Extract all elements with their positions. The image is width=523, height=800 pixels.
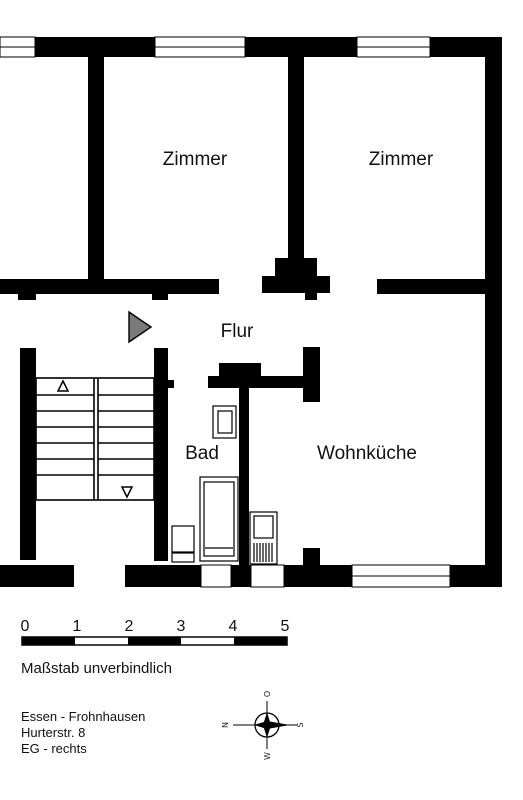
hall-wall — [18, 292, 36, 300]
scale-note: Maßstab unverbindlich — [21, 660, 172, 677]
scale-number-3: 3 — [177, 618, 186, 635]
hall-wall — [377, 279, 502, 294]
stair-up-arrow-icon — [56, 379, 70, 392]
bathroom-fixtures — [171, 405, 239, 563]
address-line-1: Essen - Frohnhausen — [21, 709, 146, 724]
stair-wall-left — [20, 348, 36, 560]
address-line-2: Hurterstr. 8 — [21, 725, 86, 740]
wall-right-outer — [485, 37, 502, 587]
address-line-3: EG - rechts — [21, 741, 87, 756]
walls — [0, 37, 502, 587]
scale-number-1: 1 — [73, 618, 82, 635]
compass-icon: N O S W — [221, 691, 305, 760]
bottom-wall — [450, 565, 502, 587]
bottom-wall — [303, 548, 320, 568]
compass-w: W — [263, 752, 272, 760]
stair-down-arrow-icon — [120, 486, 134, 499]
wall-middle-rooms — [288, 57, 304, 262]
hall-wall — [152, 292, 168, 300]
scale-number-5: 5 — [281, 618, 290, 635]
bottom-wall — [231, 565, 251, 587]
scale-number-0: 0 — [21, 618, 30, 635]
kitchen-wall-stub — [303, 347, 320, 402]
compass-n: N — [221, 722, 230, 728]
windows — [0, 36, 451, 588]
top-wall — [245, 37, 357, 57]
room-label-zimmer-left: Zimmer — [163, 149, 228, 170]
scale-number-4: 4 — [229, 618, 238, 635]
compass-s: S — [296, 722, 305, 727]
bottom-wall — [0, 565, 74, 587]
pillar — [262, 276, 330, 293]
bottom-wall — [125, 565, 201, 587]
top-wall — [430, 37, 502, 57]
staircase — [22, 377, 174, 501]
toilet-icon — [171, 525, 195, 553]
pillar — [305, 290, 317, 300]
room-label-flur: Flur — [221, 321, 254, 342]
scale-bar — [21, 636, 288, 646]
stove-icon — [249, 511, 278, 565]
bath-wall-top — [208, 376, 318, 388]
bath-kitchen-wall — [239, 383, 249, 566]
hall-wall — [0, 279, 219, 294]
scale-number-2: 2 — [125, 618, 134, 635]
wall-left-rooms — [88, 57, 104, 279]
compass-o: O — [263, 691, 272, 697]
pillar — [275, 258, 317, 278]
room-label-bad: Bad — [185, 443, 219, 464]
stair-wall-right — [154, 348, 168, 561]
bottom-wall — [284, 565, 352, 587]
room-label-zimmer-right: Zimmer — [369, 149, 434, 170]
room-label-wohnkueche: Wohnküche — [317, 443, 417, 464]
entrance-marker-icon — [128, 310, 153, 344]
top-wall — [35, 37, 155, 57]
